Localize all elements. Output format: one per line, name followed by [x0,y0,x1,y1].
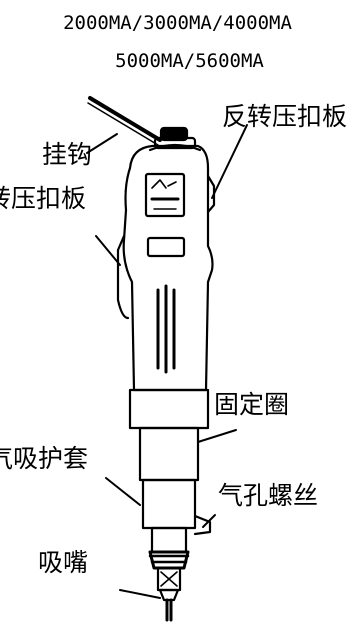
grip-lines [156,284,176,374]
label-fixing-ring: 固定圈 [214,390,290,419]
label-suction-sleeve: 气吸护套 [0,444,89,473]
left-switch-plate [116,234,130,320]
suction-sleeve [138,426,200,482]
label-suction-nozzle: 吸嘴 [38,548,89,577]
hook-wire [87,96,162,146]
body-window [146,236,186,258]
callout-lines [86,124,248,599]
model-list-line-1: 2000MA/3000MA/4000MA [63,12,292,34]
label-hook: 挂钩 [42,140,93,169]
nozzle-assembly [148,526,190,622]
air-hole-screw [193,514,212,536]
label-air-hole-screw: 气孔螺丝 [218,481,319,510]
label-forward-plate: 转压扣板 [0,184,87,213]
label-reverse-plate: 反转压扣板 [222,102,348,131]
model-list-line-2: 5000MA/5600MA [115,50,264,72]
main-body [122,144,214,392]
label-plate [144,172,186,218]
top-cap [148,126,202,152]
fixing-ring [128,388,210,430]
